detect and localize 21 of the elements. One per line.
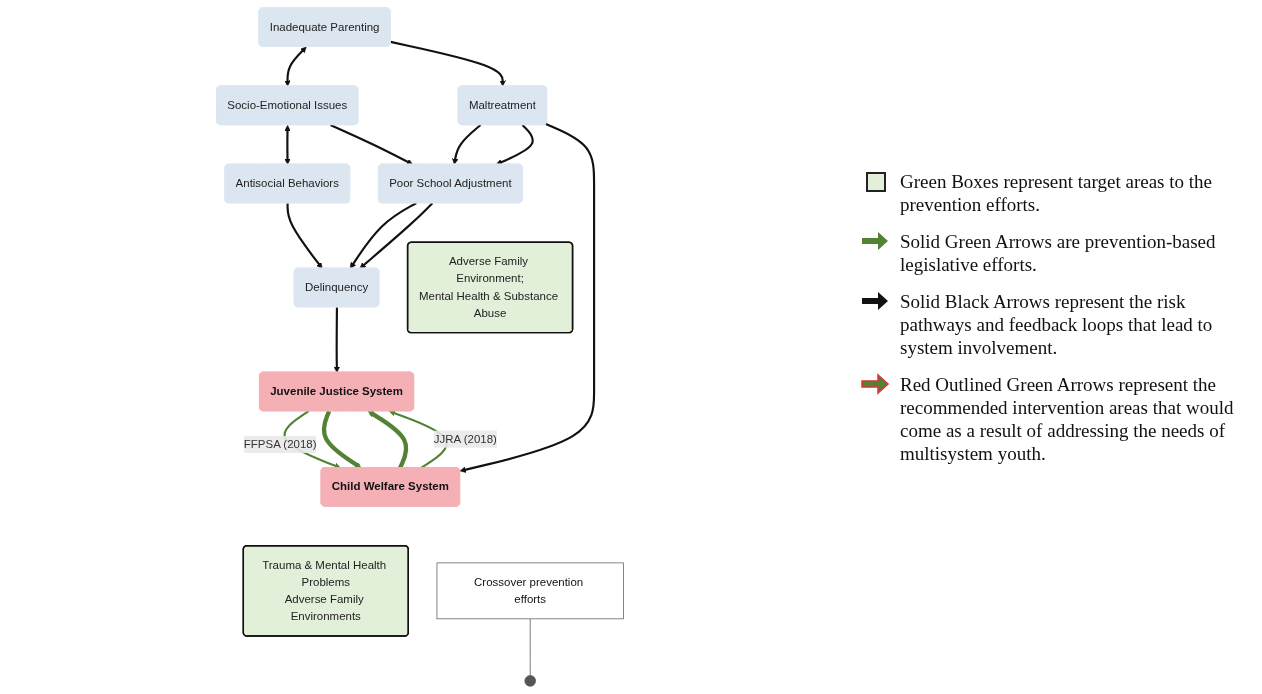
arrow [349,202,417,269]
arrow [286,203,323,269]
edge-label: FFPSA (2018) [243,437,317,451]
arrow [333,307,340,373]
arrow [367,410,409,469]
arrow [452,124,482,165]
arrow [329,124,413,165]
arrow [284,46,307,87]
arrow [359,202,434,269]
legend-text: Solid Green Arrows are prevention-based legislative efforts. [900,230,1217,276]
arrow [321,410,362,469]
arrow [390,40,506,87]
connector [529,618,531,676]
node-box: Crossover prevention efforts [436,562,624,620]
arrow [459,123,596,473]
legend-text: Red Outlined Green Arrows represent the recommended intervention areas that would come as a result of addressing the needs of multisystem youth. [900,373,1235,465]
arrow [495,124,534,166]
edge-label: JJRA (2018) [433,432,497,445]
legend-text: Green Boxes represent target areas to the prevention efforts. [900,170,1213,216]
legend-text: Solid Black Arrows represent the risk pathways and feedback loops that lead to system involvement. [900,290,1214,359]
arrow [284,125,291,165]
